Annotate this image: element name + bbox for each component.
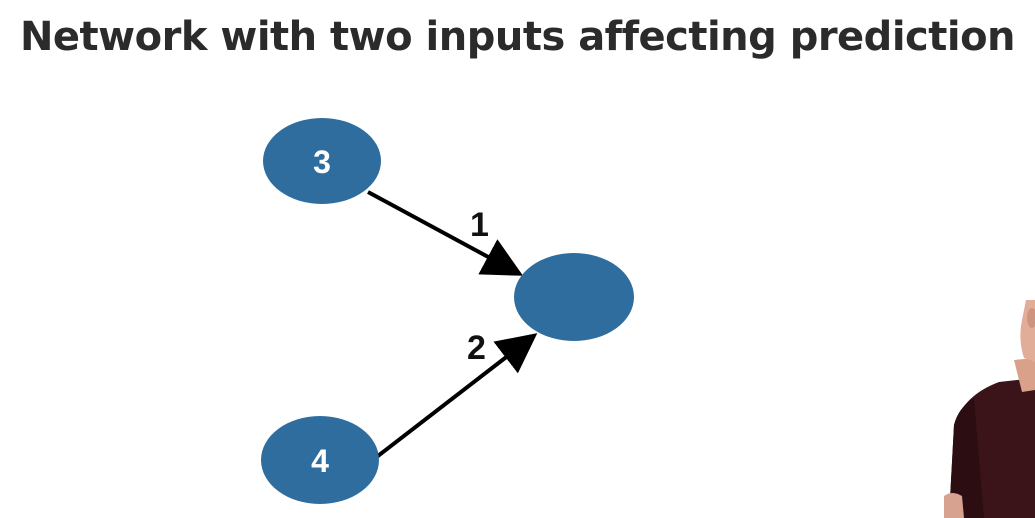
edge-input-bottom-to-output	[372, 333, 538, 461]
output-node	[514, 253, 634, 341]
weight-label-edge-2: 2	[467, 329, 486, 367]
presenter-image	[944, 300, 1035, 518]
input-node-bottom-label: 4	[311, 443, 329, 479]
slide-title: Network with two inputs affecting predic…	[19, 14, 1016, 60]
input-node-bottom	[261, 416, 379, 504]
input-node-top-label: 3	[313, 144, 331, 180]
weight-label-edge-1: 1	[470, 206, 489, 244]
input-node-top	[263, 118, 381, 204]
edge-input-top-to-output	[367, 190, 524, 276]
